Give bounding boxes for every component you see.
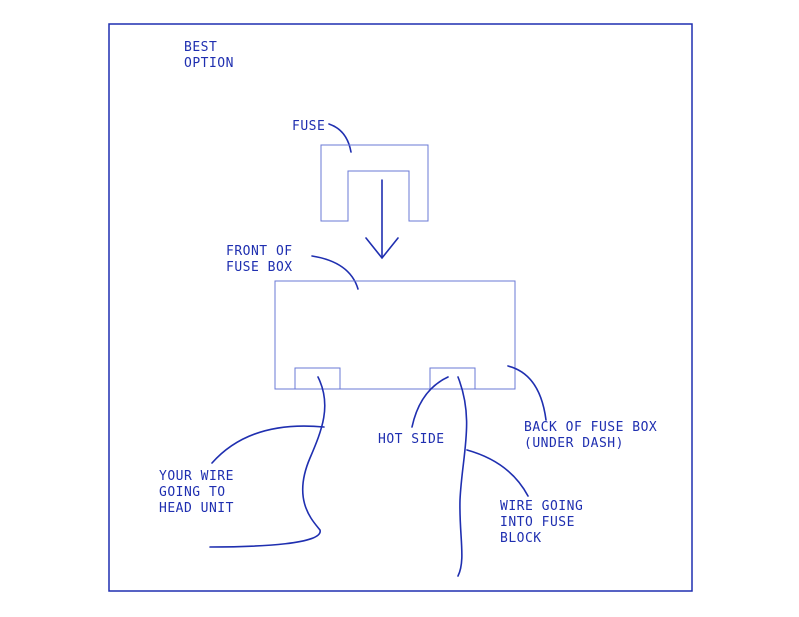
front-label-line-1: FRONT OF [226,244,293,259]
head-unit-label-line-2: GOING TO [159,485,226,500]
hot-side-leader-line [411,376,449,428]
title-line-2: OPTION [184,56,234,71]
fuse-shape [320,144,429,222]
back-label-line-1: BACK OF FUSE BOX [524,420,657,435]
fuse-box [274,280,516,390]
fuse-block-wire [457,376,468,577]
head-unit-label-line-1: YOUR WIRE [159,469,234,484]
fuse-block-label-line-1: WIRE GOING [500,499,583,514]
fuse-slot-left [294,367,341,390]
front-label-line-2: FUSE BOX [226,260,293,275]
head-unit-label-line-3: HEAD UNIT [159,501,234,516]
fuse-label: FUSE [292,119,325,134]
title-line-1: BEST [184,40,217,55]
head-unit-wire [209,376,326,548]
back-leader-line [507,365,547,421]
down-arrow-icon [365,179,399,260]
back-label-line-2: (UNDER DASH) [524,436,624,451]
fuse-block-leader-line [466,449,529,497]
hot-side-label: HOT SIDE [378,432,445,447]
fuse-slot-right [429,367,476,390]
fuse-block-label-line-3: BLOCK [500,531,542,546]
head-unit-leader-line [211,425,325,464]
diagram-frame [108,23,693,592]
fuse-block-label-line-2: INTO FUSE [500,515,575,530]
front-leader-line [311,255,359,290]
fuse-leader-line [328,123,352,153]
